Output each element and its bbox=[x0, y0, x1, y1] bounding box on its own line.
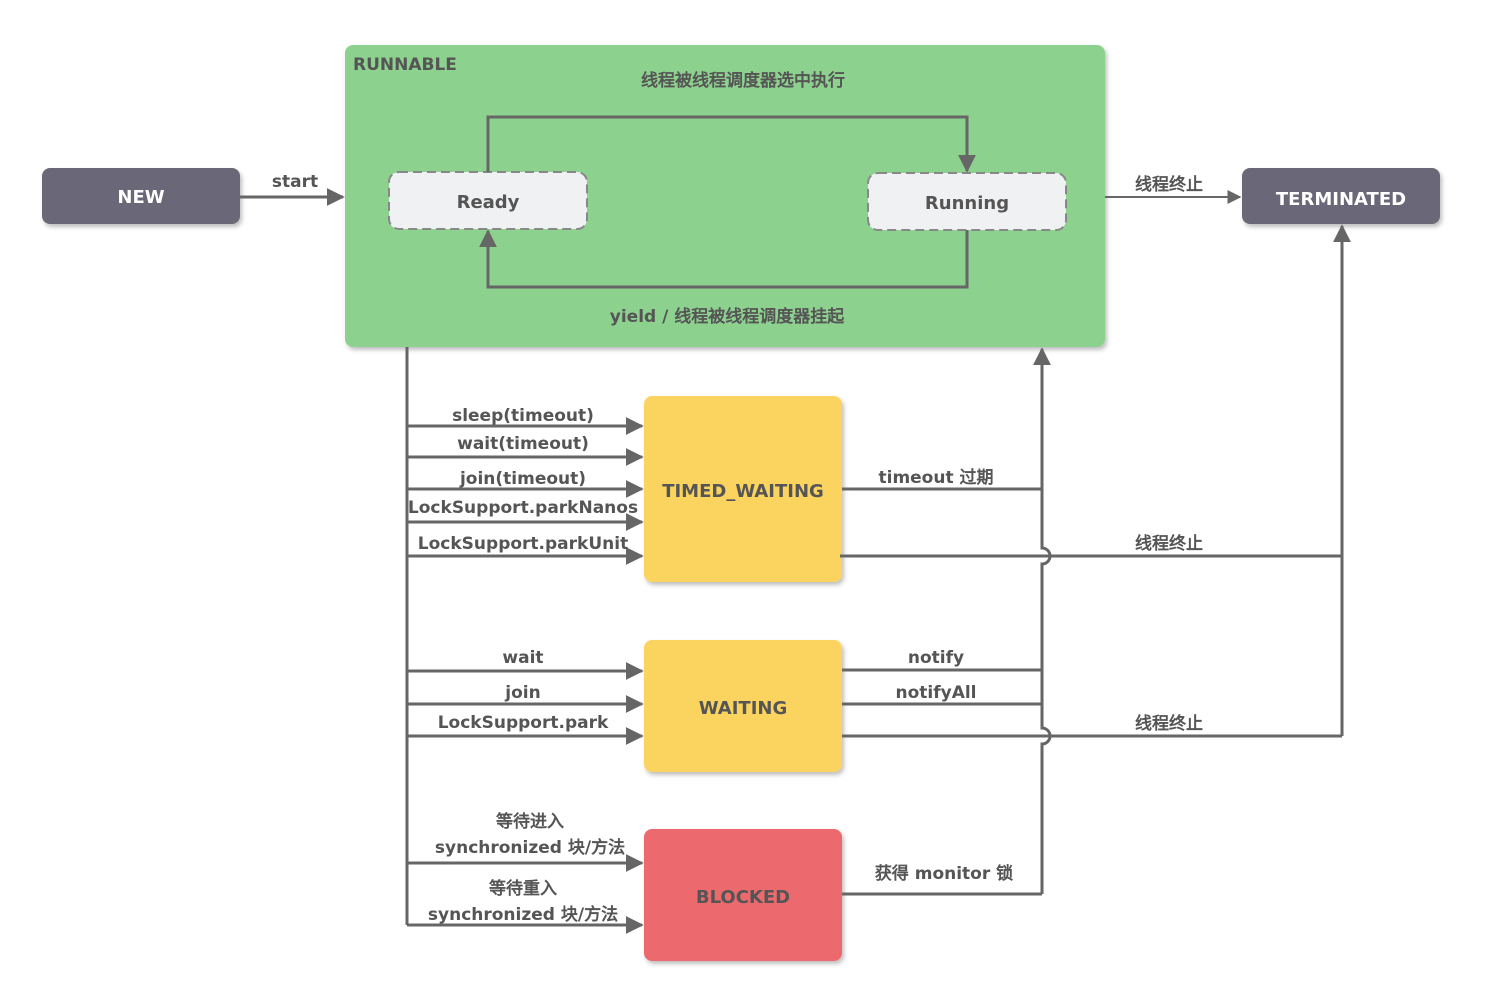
timed-waiting-state bbox=[644, 396, 842, 582]
label-wait: wait bbox=[502, 648, 543, 668]
label-timeout-expire: timeout 过期 bbox=[878, 468, 993, 488]
waiting-label: WAITING bbox=[699, 698, 788, 719]
label-acquire-monitor: 获得 monitor 锁 bbox=[875, 863, 1013, 884]
label-enter-sync-1: 等待进入 bbox=[496, 811, 564, 832]
ready-label: Ready bbox=[457, 192, 520, 213]
label-reenter-sync-2: synchronized 块/方法 bbox=[428, 904, 618, 925]
label-park-nanos: LockSupport.parkNanos bbox=[408, 498, 638, 518]
new-label: NEW bbox=[117, 187, 164, 208]
label-start: start bbox=[272, 172, 318, 192]
waiting-state bbox=[644, 640, 842, 772]
running-label: Running bbox=[925, 193, 1009, 214]
label-notify: notify bbox=[908, 648, 964, 668]
new-state bbox=[42, 168, 240, 224]
running-state bbox=[867, 172, 1067, 231]
runnable-state bbox=[345, 45, 1105, 347]
label-join-timeout: join(timeout) bbox=[459, 469, 586, 489]
label-reenter-sync-1: 等待重入 bbox=[489, 878, 557, 899]
label-wait-timeout: wait(timeout) bbox=[457, 434, 589, 454]
terminated-label: TERMINATED bbox=[1276, 189, 1406, 210]
edge-running-to-ready bbox=[479, 229, 969, 289]
timed-waiting-label: TIMED_WAITING bbox=[662, 481, 824, 502]
edge-return-trunk bbox=[1033, 347, 1052, 894]
label-notify-all: notifyAll bbox=[895, 683, 976, 703]
label-park: LockSupport.park bbox=[438, 713, 609, 733]
label-park-until: LockSupport.parkUnit bbox=[418, 534, 628, 554]
label-enter-sync-2: synchronized 块/方法 bbox=[435, 837, 625, 858]
blocked-state bbox=[644, 829, 842, 961]
label-scheduler-select: 线程被线程调度器选中执行 bbox=[641, 70, 845, 91]
terminated-state bbox=[1242, 168, 1440, 224]
edge-ready-to-running bbox=[486, 115, 976, 173]
runnable-label: RUNNABLE bbox=[353, 55, 457, 75]
label-join: join bbox=[504, 683, 540, 703]
label-yield: yield / 线程被线程调度器挂起 bbox=[610, 306, 845, 327]
label-terminate-timed: 线程终止 bbox=[1135, 533, 1203, 554]
blocked-label: BLOCKED bbox=[696, 887, 790, 908]
label-sleep-timeout: sleep(timeout) bbox=[452, 406, 594, 426]
label-terminate-runnable: 线程终止 bbox=[1135, 174, 1203, 195]
label-terminate-waiting: 线程终止 bbox=[1135, 713, 1203, 734]
